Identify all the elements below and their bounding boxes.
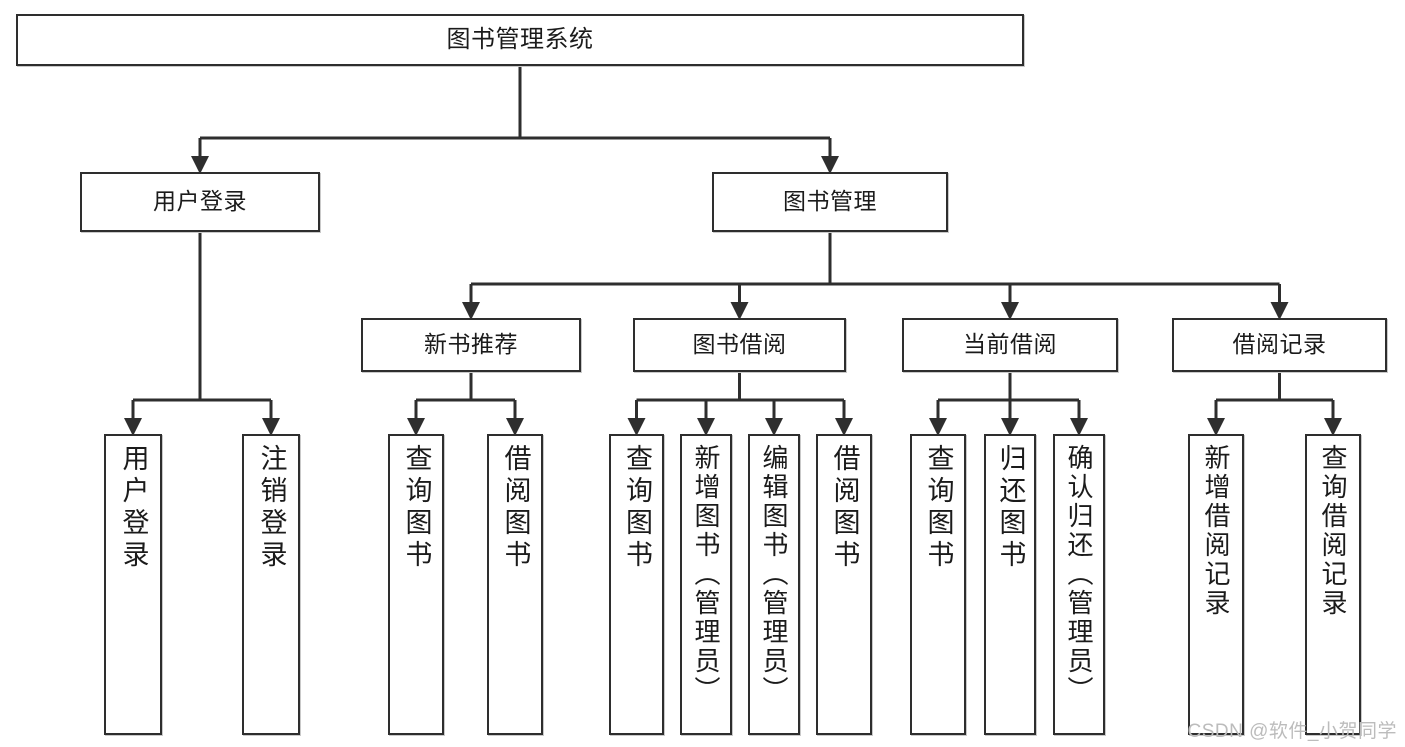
edges-group [123, 66, 1343, 437]
node-leaf-cur-confirm[interactable]: 确认归还（管理员） [1053, 434, 1105, 735]
node-label-leaf-cur-confirm: 确认归还（管理员） [1064, 444, 1094, 705]
node-label-current: 当前借阅 [963, 331, 1057, 358]
node-leaf-bw-query[interactable]: 查询图书 [609, 434, 664, 735]
node-label-leaf-bw-edit: 编辑图书（管理员） [759, 444, 789, 705]
node-borrow[interactable]: 图书借阅 [633, 318, 846, 372]
node-login[interactable]: 用户登录 [80, 172, 320, 232]
node-leaf-user-logout[interactable]: 注销登录 [242, 434, 300, 735]
node-label-leaf-bw-borrow: 借阅图书 [829, 444, 860, 572]
node-label-leaf-bw-add: 新增图书（管理员） [691, 444, 721, 705]
node-label-leaf-rec-query: 查询借阅记录 [1318, 444, 1348, 618]
node-leaf-bw-borrow[interactable]: 借阅图书 [816, 434, 872, 735]
node-label-leaf-cur-query: 查询图书 [923, 444, 954, 572]
node-root[interactable]: 图书管理系统 [16, 14, 1024, 66]
node-label-leaf-bw-query: 查询图书 [622, 444, 652, 572]
node-label-newbook: 新书推荐 [424, 331, 518, 358]
node-label-leaf-user-login: 用户登录 [118, 444, 149, 572]
node-leaf-nb-query[interactable]: 查询图书 [388, 434, 444, 735]
node-leaf-user-login[interactable]: 用户登录 [104, 434, 162, 735]
node-leaf-nb-borrow[interactable]: 借阅图书 [487, 434, 543, 735]
node-label-records: 借阅记录 [1232, 331, 1327, 358]
node-label-leaf-nb-query: 查询图书 [401, 444, 432, 572]
node-label-leaf-user-logout: 注销登录 [256, 444, 287, 572]
node-label-leaf-nb-borrow: 借阅图书 [500, 444, 531, 572]
node-records[interactable]: 借阅记录 [1172, 318, 1387, 372]
node-bookmgmt[interactable]: 图书管理 [712, 172, 948, 232]
node-leaf-bw-add[interactable]: 新增图书（管理员） [680, 434, 732, 735]
node-leaf-cur-return[interactable]: 归还图书 [984, 434, 1036, 735]
node-leaf-rec-query[interactable]: 查询借阅记录 [1305, 434, 1361, 735]
node-label-leaf-cur-return: 归还图书 [995, 444, 1026, 572]
node-leaf-bw-edit[interactable]: 编辑图书（管理员） [748, 434, 800, 735]
watermark-label: CSDN @软件_小贺同学 [1187, 721, 1397, 742]
node-label-login: 用户登录 [153, 188, 247, 215]
node-newbook[interactable]: 新书推荐 [361, 318, 581, 372]
node-leaf-rec-add[interactable]: 新增借阅记录 [1188, 434, 1244, 735]
node-label-borrow: 图书借阅 [692, 331, 787, 358]
node-label-bookmgmt: 图书管理 [783, 188, 877, 215]
node-label-leaf-rec-add: 新增借阅记录 [1201, 444, 1231, 618]
node-current[interactable]: 当前借阅 [902, 318, 1118, 372]
node-label-root: 图书管理系统 [446, 25, 594, 53]
node-leaf-cur-query[interactable]: 查询图书 [910, 434, 966, 735]
